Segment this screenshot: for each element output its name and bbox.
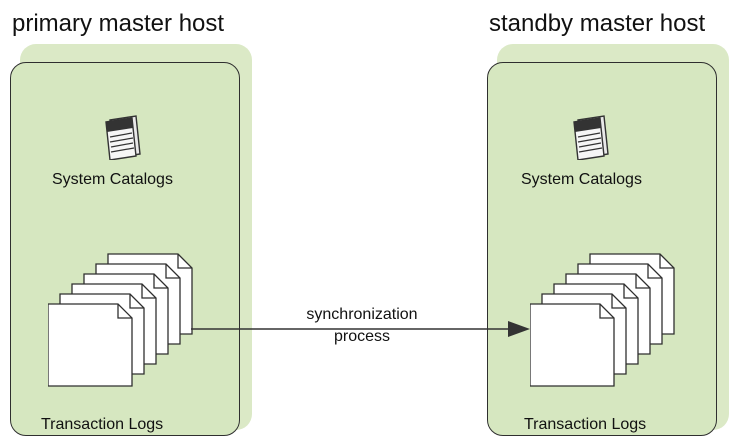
notepad-icon xyxy=(573,115,609,160)
primary-host-title: primary master host xyxy=(12,10,225,37)
standby-host-title: standby master host xyxy=(489,10,706,37)
sync-process-label: synchronization process xyxy=(287,304,437,348)
primary-transaction-logs-label: Transaction Logs xyxy=(41,416,164,433)
document-stack-icon xyxy=(530,253,675,387)
primary-system-catalogs-label: System Catalogs xyxy=(52,171,173,188)
sync-label-line2: process xyxy=(333,328,391,345)
notepad-icon xyxy=(105,115,141,160)
document-stack-icon xyxy=(48,253,193,387)
standby-system-catalogs-label: System Catalogs xyxy=(521,171,642,188)
standby-transaction-logs-label: Transaction Logs xyxy=(524,416,647,433)
sync-label-line1: synchronization xyxy=(306,306,418,323)
